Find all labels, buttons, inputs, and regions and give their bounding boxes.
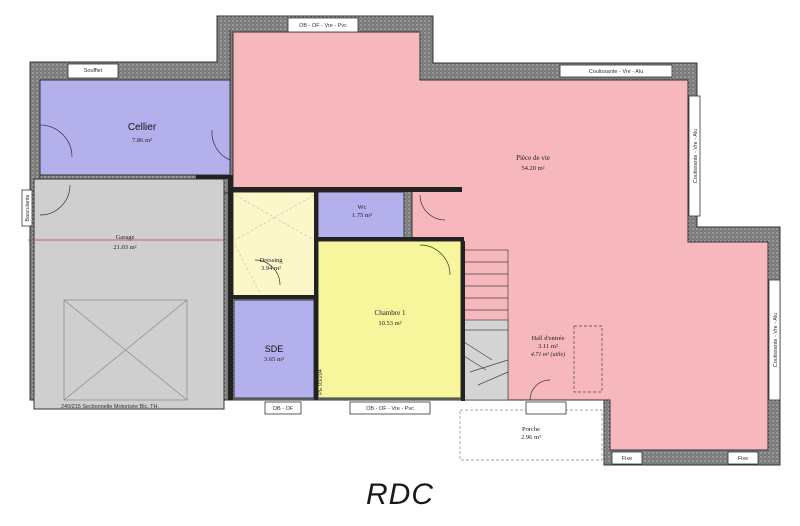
label-chambre1-area: 10.53 m² — [378, 320, 401, 327]
dressing-hatch — [234, 194, 315, 294]
label-porche-area: 2.96 m² — [521, 434, 541, 441]
window-frames — [21, 17, 781, 465]
label-sde-name: SDE — [265, 344, 284, 354]
label-hall-area: 3.11 m² — [538, 343, 558, 350]
label-sde-area: 3.65 m² — [264, 356, 284, 363]
garage-door-symbol — [63, 299, 188, 401]
label-bottom-window-left: OB - OF — [273, 406, 294, 412]
room-garage — [33, 178, 225, 410]
label-bottom-window-mid: OB - OF - Vre - Pvc — [366, 406, 414, 412]
label-cellier-area: 7.86 m² — [132, 137, 152, 144]
label-dressing-name: Dressing — [259, 257, 283, 264]
label-garage-area: 21.03 m² — [113, 244, 136, 251]
staircase — [463, 249, 509, 401]
room-porche — [459, 409, 603, 461]
interior-walls — [196, 175, 465, 401]
room-chambre1 — [317, 240, 462, 399]
label-right-side-window: Coulissante - Vre - Alu — [693, 129, 699, 184]
label-fixe-left: Fixe — [622, 456, 632, 462]
label-piece-de-vie-area: 54.20 m² — [521, 165, 544, 172]
plan-title: RDC — [366, 478, 434, 511]
label-hall-area-utile: 4.71 m² (utile) — [531, 351, 565, 358]
label-garage-door: 240/215 Sectionnelle Motorisée Blc. TH. — [61, 404, 160, 410]
label-chambre1-name: Chambre 1 — [375, 309, 406, 317]
label-wc-area: 1.75 m² — [352, 212, 372, 219]
label-dressing-area: 3.94 m² — [261, 265, 281, 272]
label-left-wall: Basculante — [25, 194, 31, 221]
label-right-top-window: Coulissante - Vre - Alu — [589, 69, 644, 75]
label-top-window: OB - OF - Vre - Pvc — [299, 23, 347, 29]
room-sde — [233, 299, 315, 399]
room-dressing — [232, 191, 317, 297]
room-piece-de-vie — [232, 31, 769, 451]
label-cellier-name: Cellier — [128, 122, 157, 133]
label-right-lower-window: Coulissante - Vre - Alu — [773, 313, 779, 368]
hall-partition — [573, 325, 603, 393]
label-hall-name: Hall d'entrée — [531, 335, 564, 342]
label-pe: PE 93/204 — [318, 369, 324, 395]
label-fixe-right: Fixe — [738, 456, 748, 462]
label-cellier-vent: Soufflet — [84, 68, 103, 74]
room-cellier — [39, 79, 231, 176]
label-wc-name: Wc — [357, 204, 366, 211]
label-piece-de-vie-name: Pièce de vie — [516, 154, 550, 162]
label-porche-name: Porche — [522, 426, 540, 433]
label-garage-name: Garage — [116, 234, 135, 241]
door-swings — [39, 124, 551, 401]
